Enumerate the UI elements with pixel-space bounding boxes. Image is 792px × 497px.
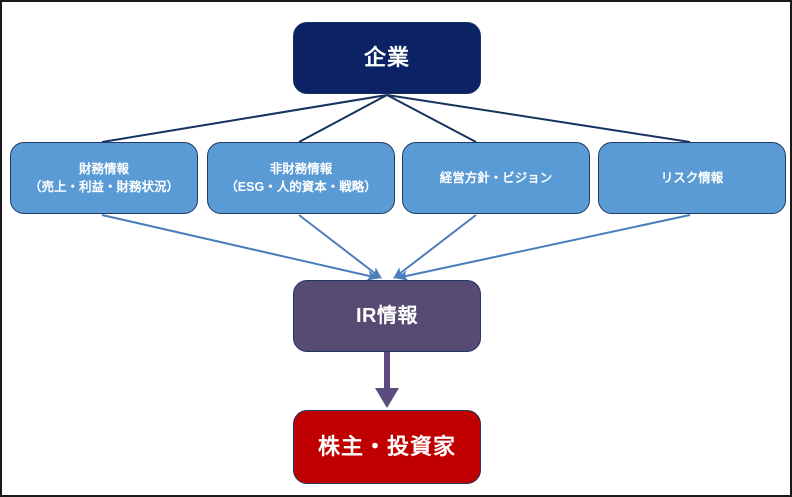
edge-group-ir-to-shareholders <box>375 352 399 408</box>
edge-group-corporate-to-information <box>101 94 691 143</box>
node-risk-info[interactable]: リスク情報 <box>598 142 786 214</box>
edge-corporate-to-management-policy <box>386 94 477 143</box>
node-financial-info-subtitle: （売上・利益・財務状況） <box>28 180 179 194</box>
edge-risk-info-to-ir <box>395 214 691 281</box>
edge-management-policy-to-ir <box>393 214 477 279</box>
edge-financial-info-to-ir <box>101 214 380 281</box>
node-nonfinancial-info-subtitle: （ESG・人的資本・戦略） <box>225 180 377 194</box>
node-risk-info-title: リスク情報 <box>660 170 724 185</box>
edge-group-information-to-ir <box>101 214 691 281</box>
node-nonfinancial-info-title: 非財務情報 <box>269 161 333 176</box>
edge-corporate-to-risk-info <box>386 94 691 143</box>
node-shareholders-label: 株主・投資家 <box>317 434 456 460</box>
node-corporate-label: 企業 <box>363 45 410 71</box>
edge-corporate-to-nonfinancial-info <box>298 94 388 143</box>
node-shareholders[interactable]: 株主・投資家 <box>293 410 481 484</box>
node-ir-info[interactable]: IR情報 <box>293 280 481 352</box>
node-management-policy[interactable]: 経営方針・ビジョン <box>402 142 590 214</box>
node-financial-info[interactable]: 財務情報 （売上・利益・財務状況） <box>10 142 198 214</box>
node-management-policy-title: 経営方針・ビジョン <box>439 170 553 185</box>
edge-nonfinancial-info-to-ir <box>298 214 382 279</box>
node-nonfinancial-info[interactable]: 非財務情報 （ESG・人的資本・戦略） <box>207 142 395 214</box>
node-corporate[interactable]: 企業 <box>293 22 481 94</box>
node-financial-info-title: 財務情報 <box>78 161 129 176</box>
edge-ir-to-shareholders-arrowhead <box>375 388 399 408</box>
edge-corporate-to-financial-info <box>101 94 388 143</box>
node-ir-info-label: IR情報 <box>356 304 418 327</box>
